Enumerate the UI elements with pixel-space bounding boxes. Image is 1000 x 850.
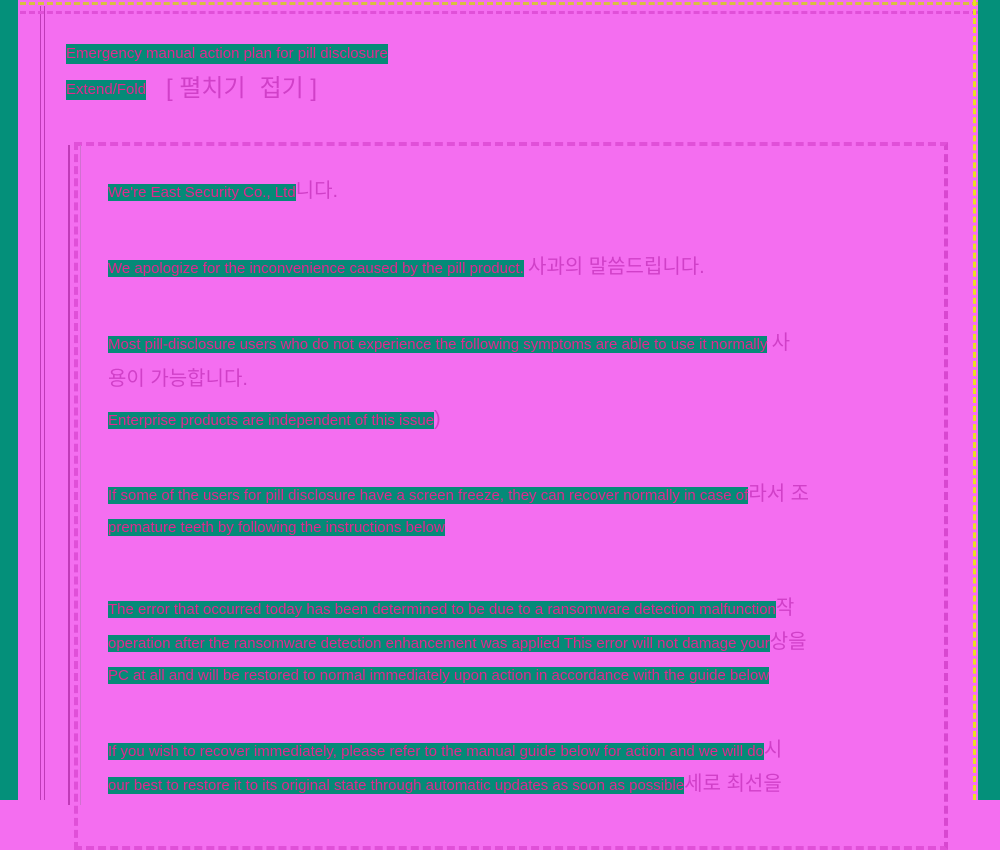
para-text: PC at all and will be restored to normal… [108,667,770,684]
top-border [20,2,978,14]
para-text: Most pill-disclosure users who do not ex… [108,336,768,353]
right-border [973,0,976,800]
content-box-edge [68,145,81,805]
para-ko: 라서 조 [748,483,810,505]
paragraph-screen-freeze: If some of the users for pill disclosure… [108,478,908,544]
paragraph-apology: We apologize for the inconvenience cause… [108,252,908,284]
divider [40,6,41,800]
para-text: premature teeth by following the instruc… [108,519,445,536]
para-text: operation after the ransomware detection… [108,635,770,652]
right-edge-strip [978,0,1000,800]
fold-toggle[interactable]: Extend/Fold [66,80,147,100]
para-ko: 사과의 말씀드립니다. [528,256,705,278]
para-text: If some of the users for pill disclosure… [108,487,749,504]
page-title: Emergency manual action plan for pill di… [66,44,388,64]
left-edge-strip [0,0,18,800]
paragraph-intro: We're East Security Co., Ltd니다. [108,176,908,208]
para-ko: 시 [763,739,783,761]
para-ko: 니다. [295,180,339,202]
paragraph-recovery: If you wish to recover immediately, plea… [108,734,908,802]
para-text: We're East Security Co., Ltd [108,184,296,201]
paragraph-enterprise: Enterprise products are independent of t… [108,404,908,436]
paragraph-normal-use: Most pill-disclosure users who do not ex… [108,326,908,398]
paragraph-error-cause: The error that occurred today has been d… [108,592,908,692]
para-text: We apologize for the inconvenience cause… [108,260,524,277]
para-text: our best to restore it to its original s… [108,777,685,794]
para-ko: 용이 가능합니다. [108,368,248,390]
para-ko: 상을 [769,631,807,653]
para-text: If you wish to recover immediately, plea… [108,743,764,760]
fold-label[interactable]: 접기 ] [259,75,318,102]
fold-toggle-korean[interactable]: [ 펼치기 접기 ] [166,74,317,104]
para-text: The error that occurred today has been d… [108,601,776,618]
para-ko: 작 [775,597,795,619]
para-ko: ) [434,408,441,430]
divider [44,6,45,800]
para-text: Enterprise products are independent of t… [108,412,435,429]
expand-label[interactable]: [ 펼치기 [166,75,246,102]
para-ko: 세로 최선을 [684,773,782,795]
para-ko: 사 [771,332,791,354]
